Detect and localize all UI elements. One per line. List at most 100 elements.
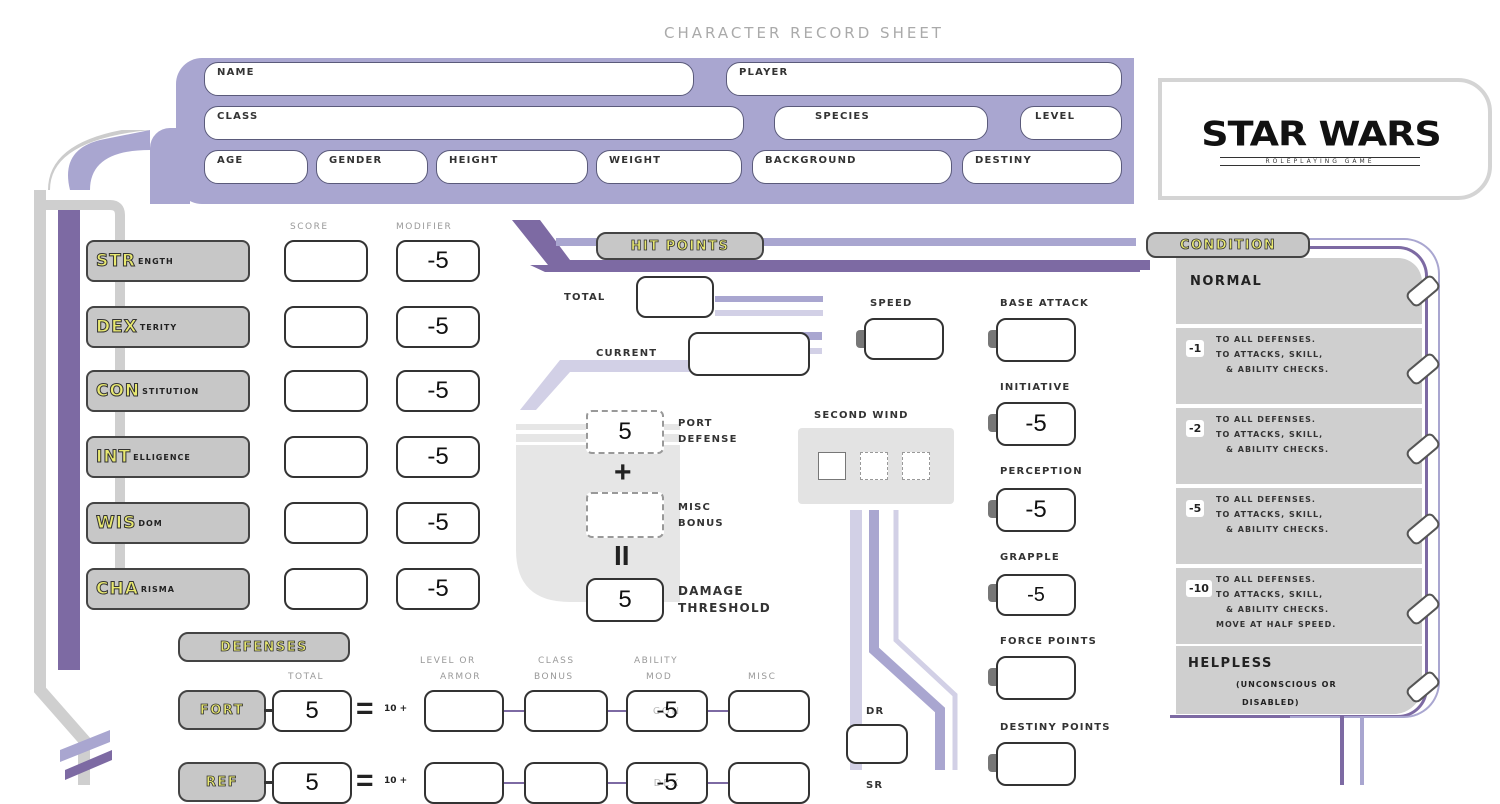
condition-penalty: -10	[1186, 580, 1212, 597]
ability-score-box[interactable]	[284, 240, 368, 282]
condition-text-line: TO ATTACKS, SKILL,	[1216, 590, 1324, 599]
ability-score-box[interactable]	[284, 436, 368, 478]
defense-ability-hint: DEX	[653, 777, 681, 789]
misc-bonus-label-1: MISC	[678, 502, 712, 513]
ability-rest: DOM	[138, 518, 163, 528]
condition-text: TO ALL DEFENSES.TO ATTACKS, SKILL,& ABIL…	[1216, 412, 1329, 457]
damage-threshold-label-1: DAMAGE	[678, 584, 744, 598]
def-class-header-1: CLASS	[538, 656, 575, 666]
ability-score-box[interactable]	[284, 306, 368, 348]
logo-subtitle: ROLEPLAYING GAME	[1220, 157, 1420, 166]
misc-bonus-box[interactable]	[586, 492, 664, 538]
player-field[interactable]: PLAYER	[726, 62, 1122, 96]
condition-text: TO ALL DEFENSES.TO ATTACKS, SKILL,& ABIL…	[1216, 492, 1329, 537]
defense-ten-plus: 10 +	[384, 704, 408, 714]
header-band-tab	[150, 128, 190, 204]
condition-normal[interactable]: NORMAL	[1176, 258, 1422, 324]
defense-level-armor-box[interactable]	[424, 690, 504, 732]
second-wind-check-2[interactable]	[860, 452, 888, 480]
name-field[interactable]: NAME	[204, 62, 694, 96]
fort-defense-box[interactable]: 5	[586, 410, 664, 454]
second-wind-check-1[interactable]	[818, 452, 846, 480]
defense-class-bonus-box[interactable]	[524, 690, 608, 732]
condition-penalty: -2	[1186, 420, 1205, 437]
age-label: AGE	[217, 155, 244, 166]
defense-misc-box[interactable]	[728, 762, 810, 804]
ability-modifier-box[interactable]: -5	[396, 568, 480, 610]
condition-text-line: TO ALL DEFENSES.	[1216, 575, 1316, 584]
defense-ability-mod-box[interactable]: CON-5	[626, 690, 708, 732]
ability-rest: STITUTION	[142, 386, 200, 396]
defense-equals: =	[356, 764, 374, 797]
level-label: LEVEL	[1035, 111, 1076, 122]
condition-text-line: TO ALL DEFENSES.	[1216, 415, 1316, 424]
ability-modifier-box[interactable]: -5	[396, 306, 480, 348]
defense-total-box[interactable]: 5	[272, 690, 352, 732]
grapple-box[interactable]: -5	[996, 574, 1076, 616]
defense-class-bonus-box[interactable]	[524, 762, 608, 804]
ability-score-box[interactable]	[284, 370, 368, 412]
condition-text-line: & ABILITY CHECKS.	[1226, 605, 1330, 614]
weight-label: WEIGHT	[609, 155, 662, 166]
age-field[interactable]: AGE	[204, 150, 308, 184]
condition-text-line: & ABILITY CHECKS.	[1226, 525, 1330, 534]
defense-misc-box[interactable]	[728, 690, 810, 732]
condition-step-4[interactable]: -10 TO ALL DEFENSES. TO ATTACKS, SKILL, & A…	[1176, 566, 1422, 644]
species-field[interactable]: SPECIES	[774, 106, 988, 140]
ability-abbr: CON	[95, 381, 141, 402]
height-label: HEIGHT	[449, 155, 499, 166]
gender-field[interactable]: GENDER	[316, 150, 428, 184]
condition-helpless-label: HELPLESS	[1188, 656, 1273, 671]
condition-helpless[interactable]: HELPLESS (UNCONSCIOUS OR DISABLED)	[1176, 644, 1422, 714]
force-points-box[interactable]	[996, 656, 1076, 700]
gender-label: GENDER	[329, 155, 383, 166]
ability-modifier-box[interactable]: -5	[396, 370, 480, 412]
condition-helpless-sub-2: DISABLED)	[1242, 698, 1300, 707]
ability-modifier-box[interactable]: -5	[396, 502, 480, 544]
weight-field[interactable]: WEIGHT	[596, 150, 742, 184]
defense-ability-mod-value: -5	[656, 697, 678, 724]
speed-label: SPEED	[870, 298, 913, 309]
ability-modifier-box[interactable]: -5	[396, 240, 480, 282]
def-misc-header: MISC	[748, 672, 777, 682]
condition-text: TO ALL DEFENSES.TO ATTACKS, SKILL,& ABIL…	[1216, 332, 1329, 377]
condition-text-line: & ABILITY CHECKS.	[1226, 445, 1330, 454]
second-wind-check-3[interactable]	[902, 452, 930, 480]
ability-abbr: INT	[95, 447, 132, 468]
base-attack-label: BASE ATTACK	[1000, 298, 1089, 309]
defense-link	[264, 709, 274, 712]
destiny-points-box[interactable]	[996, 742, 1076, 786]
defense-ability-mod-box[interactable]: DEX-5	[626, 762, 708, 804]
hp-current-box[interactable]	[688, 332, 810, 376]
hp-total-box[interactable]	[636, 276, 714, 318]
ability-score-box[interactable]	[284, 502, 368, 544]
plus-sign: +	[614, 456, 632, 489]
condition-step-2[interactable]: -2 TO ALL DEFENSES.TO ATTACKS, SKILL,& AB…	[1176, 406, 1422, 484]
defense-level-armor-box[interactable]	[424, 762, 504, 804]
def-total-header: TOTAL	[288, 672, 325, 682]
level-field[interactable]: LEVEL	[1020, 106, 1122, 140]
base-attack-box[interactable]	[996, 318, 1076, 362]
class-field[interactable]: CLASS	[204, 106, 744, 140]
background-field[interactable]: BACKGROUND	[752, 150, 952, 184]
modifier-header: MODIFIER	[396, 222, 453, 232]
height-field[interactable]: HEIGHT	[436, 150, 588, 184]
name-label: NAME	[217, 67, 255, 78]
ability-modifier-box[interactable]: -5	[396, 436, 480, 478]
perception-box[interactable]: -5	[996, 488, 1076, 532]
destiny-field[interactable]: DESTINY	[962, 150, 1122, 184]
dr-box[interactable]	[846, 724, 908, 764]
speed-box[interactable]	[864, 318, 944, 360]
left-frame-graphic	[34, 130, 150, 785]
ability-score-box[interactable]	[284, 568, 368, 610]
species-label: SPECIES	[815, 111, 870, 122]
damage-threshold-box[interactable]: 5	[586, 578, 664, 622]
def-class-header-2: BONUS	[534, 672, 574, 682]
condition-text-line: TO ALL DEFENSES.	[1216, 335, 1316, 344]
defense-total-box[interactable]: 5	[272, 762, 352, 804]
initiative-box[interactable]: -5	[996, 402, 1076, 446]
